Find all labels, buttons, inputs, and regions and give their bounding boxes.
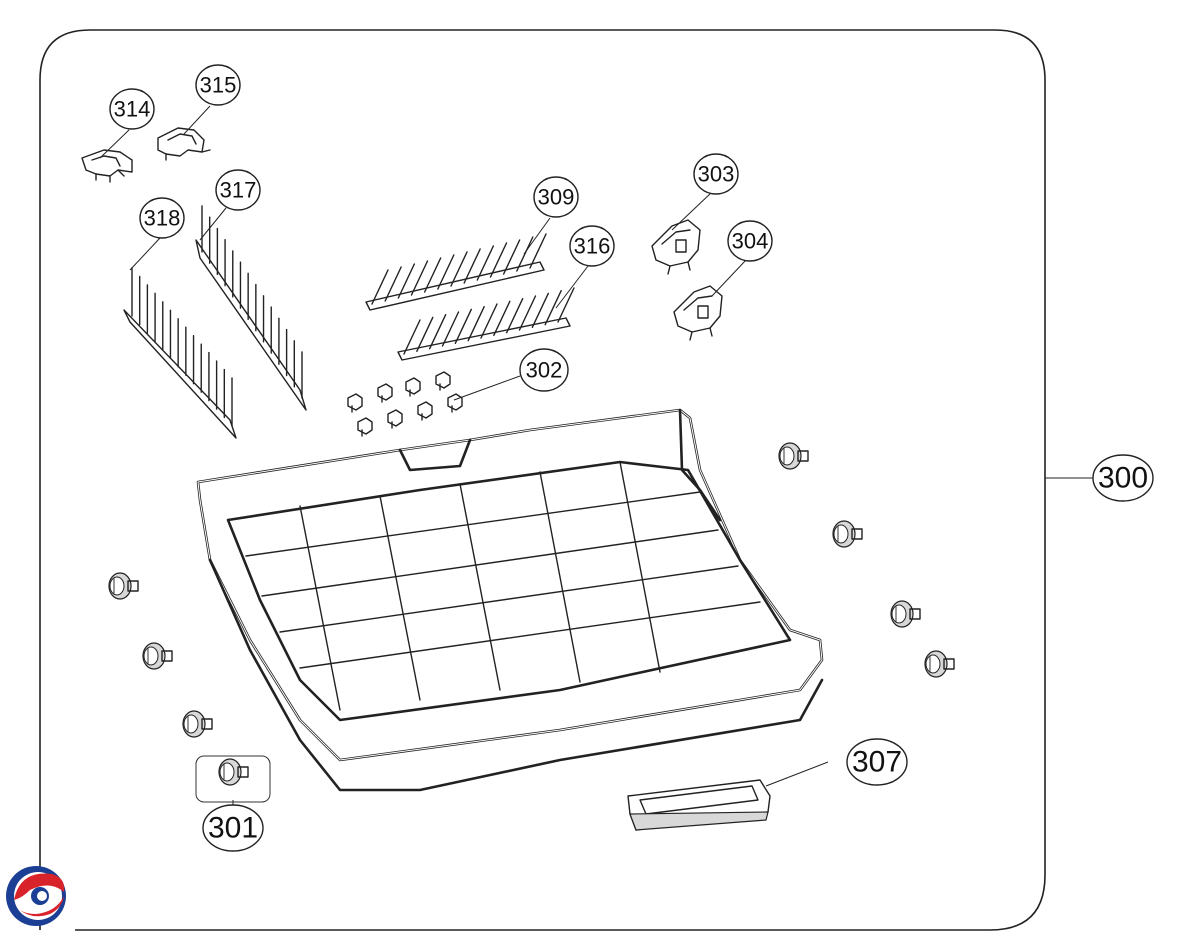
callout-317: 317: [215, 169, 261, 211]
part-318-tine-rack: [123, 267, 237, 439]
part-303-bracket: [651, 219, 701, 275]
part-314-clip: [81, 149, 133, 183]
callout-318: 318: [139, 197, 185, 239]
part-302-clips: [347, 371, 463, 437]
part-316-cup-rack: [397, 287, 575, 361]
callout-307-label: 307: [852, 746, 902, 779]
callout-301-label: 301: [208, 812, 258, 845]
callout-314-label: 314: [114, 97, 151, 122]
callout-309-label: 309: [538, 185, 575, 210]
part-315-clip: [157, 127, 211, 161]
callout-302: 302: [519, 348, 569, 392]
callout-300-label: 300: [1098, 462, 1148, 495]
part-304-bracket: [673, 285, 723, 341]
callout-318-label: 318: [144, 206, 181, 231]
part-307-handle: [627, 779, 771, 831]
callout-303-label: 303: [698, 162, 735, 187]
part-317-tine-rack: [195, 205, 307, 411]
callout-316: 316: [569, 225, 615, 267]
lower-basket: [196, 408, 824, 792]
callout-303: 303: [693, 153, 739, 195]
callout-304-label: 304: [732, 229, 769, 254]
brand-logo-icon: [6, 866, 66, 926]
diagram-frame: [39, 29, 1046, 931]
callout-307: 307: [846, 738, 908, 786]
leader-lines: [99, 105, 1094, 814]
callout-316-label: 316: [574, 234, 611, 259]
callout-317-label: 317: [220, 178, 257, 203]
part-301-wheels: [108, 442, 955, 786]
callout-315-label: 315: [200, 73, 237, 98]
callout-309: 309: [533, 176, 579, 218]
callout-315: 315: [195, 64, 241, 106]
callout-301: 301: [202, 804, 264, 852]
callout-300: 300: [1092, 454, 1154, 502]
part-309-cup-rack: [365, 233, 547, 311]
callout-304: 304: [727, 220, 773, 262]
callout-302-label: 302: [526, 358, 563, 383]
callout-314: 314: [109, 88, 155, 130]
